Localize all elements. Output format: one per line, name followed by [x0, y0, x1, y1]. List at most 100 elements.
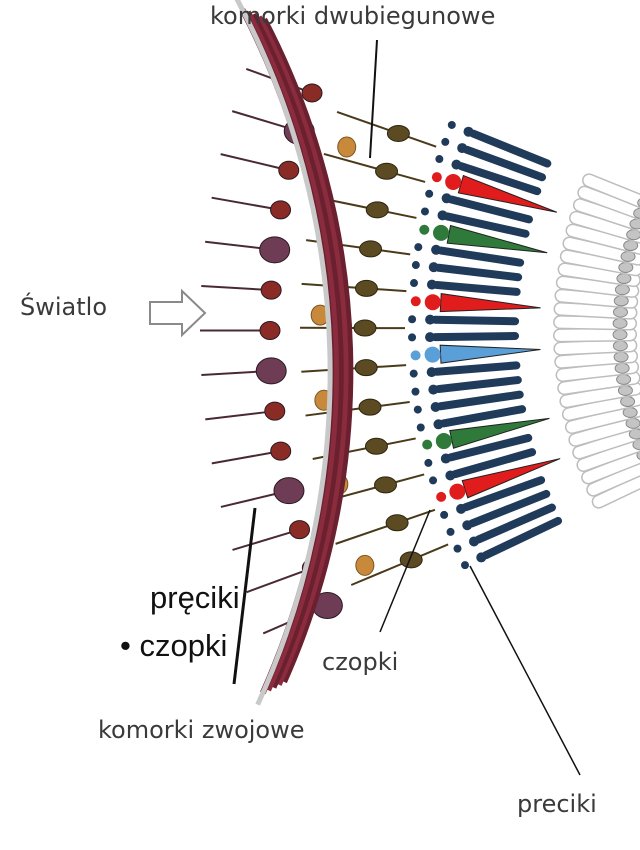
- rod-nucleus: [462, 520, 472, 530]
- epithelium-nucleus: [613, 307, 627, 317]
- bipolar-soma: [386, 515, 408, 531]
- rod-synapse: [417, 423, 425, 431]
- bipolar-soma: [375, 477, 397, 493]
- ganglion-axon: [201, 371, 261, 375]
- rod-synapse: [410, 279, 418, 287]
- rod-nucleus: [457, 143, 467, 153]
- rod-nucleus: [442, 193, 452, 203]
- bipolar-dendrite: [301, 365, 406, 372]
- rod-outer-segment: [438, 380, 517, 389]
- rods-label: preciki: [517, 790, 597, 818]
- side-text-rods: pręciki: [150, 580, 240, 616]
- rod-synapse: [411, 388, 419, 396]
- rod-nucleus: [429, 262, 439, 272]
- rod-nucleus: [433, 419, 443, 429]
- ganglion-axon: [233, 533, 290, 550]
- rod-nucleus: [438, 210, 448, 220]
- cone-nucleus: [425, 347, 441, 363]
- rod-synapse: [414, 243, 422, 251]
- bipolar-dendrite: [324, 154, 425, 182]
- bipolar-soma: [359, 399, 381, 415]
- cone-nucleus: [449, 484, 465, 500]
- ganglion-soma: [290, 521, 310, 539]
- rod-nucleus: [431, 402, 441, 412]
- side-text-cones: • czopki: [120, 628, 227, 664]
- cone-nucleus: [433, 225, 449, 241]
- rod-synapse: [441, 138, 449, 146]
- rod-synapse: [435, 155, 443, 163]
- rod-outer-segment: [437, 365, 517, 371]
- rod-nucleus: [469, 536, 479, 546]
- bipolar-soma: [355, 360, 377, 376]
- epithelium-nucleus: [630, 219, 640, 229]
- bipolar-soma: [376, 163, 398, 179]
- ganglion-axon: [221, 493, 279, 507]
- rod-outer-segment: [435, 336, 515, 337]
- bipolar-soma: [387, 125, 409, 141]
- rod-outer-segment: [435, 320, 515, 322]
- rod-nucleus: [425, 315, 435, 325]
- rod-outer-segment: [437, 285, 517, 292]
- rods-leader-line: [470, 566, 580, 775]
- cone-nucleus: [436, 433, 452, 449]
- rod-synapse: [414, 406, 422, 414]
- epithelium-nucleus: [615, 363, 629, 373]
- rod-outer-segment: [486, 521, 558, 555]
- rod-nucleus: [427, 280, 437, 290]
- rod-nucleus: [451, 160, 461, 170]
- ganglion-axon: [232, 111, 289, 128]
- hollow-arrow-right-icon: [150, 291, 205, 335]
- amacrine-soma: [356, 555, 374, 575]
- ganglion-soma: [260, 237, 290, 263]
- cones-label: czopki: [322, 648, 398, 676]
- bipolar-soma: [365, 438, 387, 454]
- epithelium-nucleus: [613, 341, 627, 351]
- ganglion-axon: [205, 412, 265, 419]
- ganglion-soma: [265, 402, 285, 420]
- light-label: Światlo: [20, 293, 107, 321]
- cone-nucleus: [445, 174, 461, 190]
- bipolar-soma: [366, 202, 388, 218]
- cone-synapse: [411, 350, 421, 360]
- rod-synapse: [429, 476, 437, 484]
- ganglion-soma: [271, 201, 291, 219]
- rod-nucleus: [425, 332, 435, 342]
- nerve-fiber-band: [248, 12, 336, 690]
- ganglion-soma: [261, 281, 281, 299]
- cone-synapse: [411, 296, 421, 306]
- epithelium-nucleus: [617, 374, 631, 384]
- cone-nucleus: [425, 294, 441, 310]
- rod-synapse: [440, 511, 448, 519]
- epithelium-nucleus: [614, 296, 628, 306]
- rod-outer-segment: [443, 409, 522, 423]
- ganglion-soma: [271, 442, 291, 460]
- ganglion-axon: [212, 453, 271, 464]
- rod-synapse: [454, 545, 462, 553]
- rod-nucleus: [428, 385, 438, 395]
- ganglion-soma: [279, 161, 299, 179]
- cone-synapse: [419, 225, 429, 235]
- ganglion-axon: [221, 154, 279, 168]
- epithelium-nucleus: [614, 352, 628, 362]
- bipolar-soma: [360, 241, 382, 257]
- rod-nucleus: [431, 245, 441, 255]
- ganglion-soma: [256, 358, 286, 384]
- rod-nucleus: [427, 367, 437, 377]
- bipolar-soma: [355, 280, 377, 296]
- rod-nucleus: [441, 454, 451, 464]
- epithelium-nucleus: [615, 285, 629, 295]
- bipolar-dendrite: [302, 284, 407, 291]
- ganglion-soma: [260, 321, 280, 339]
- ganglion-axon: [247, 571, 303, 592]
- rod-synapse: [410, 370, 418, 378]
- ganglion-cells-label: komorki zwojowe: [98, 716, 305, 744]
- rod-synapse: [412, 261, 420, 269]
- bipolar-dendrite: [336, 510, 435, 544]
- rod-synapse: [408, 315, 416, 323]
- cone-synapse: [432, 172, 442, 182]
- rod-outer-segment: [439, 268, 518, 277]
- rod-synapse: [447, 528, 455, 536]
- rod-outer-segment: [441, 251, 520, 263]
- cone-synapse: [422, 440, 432, 450]
